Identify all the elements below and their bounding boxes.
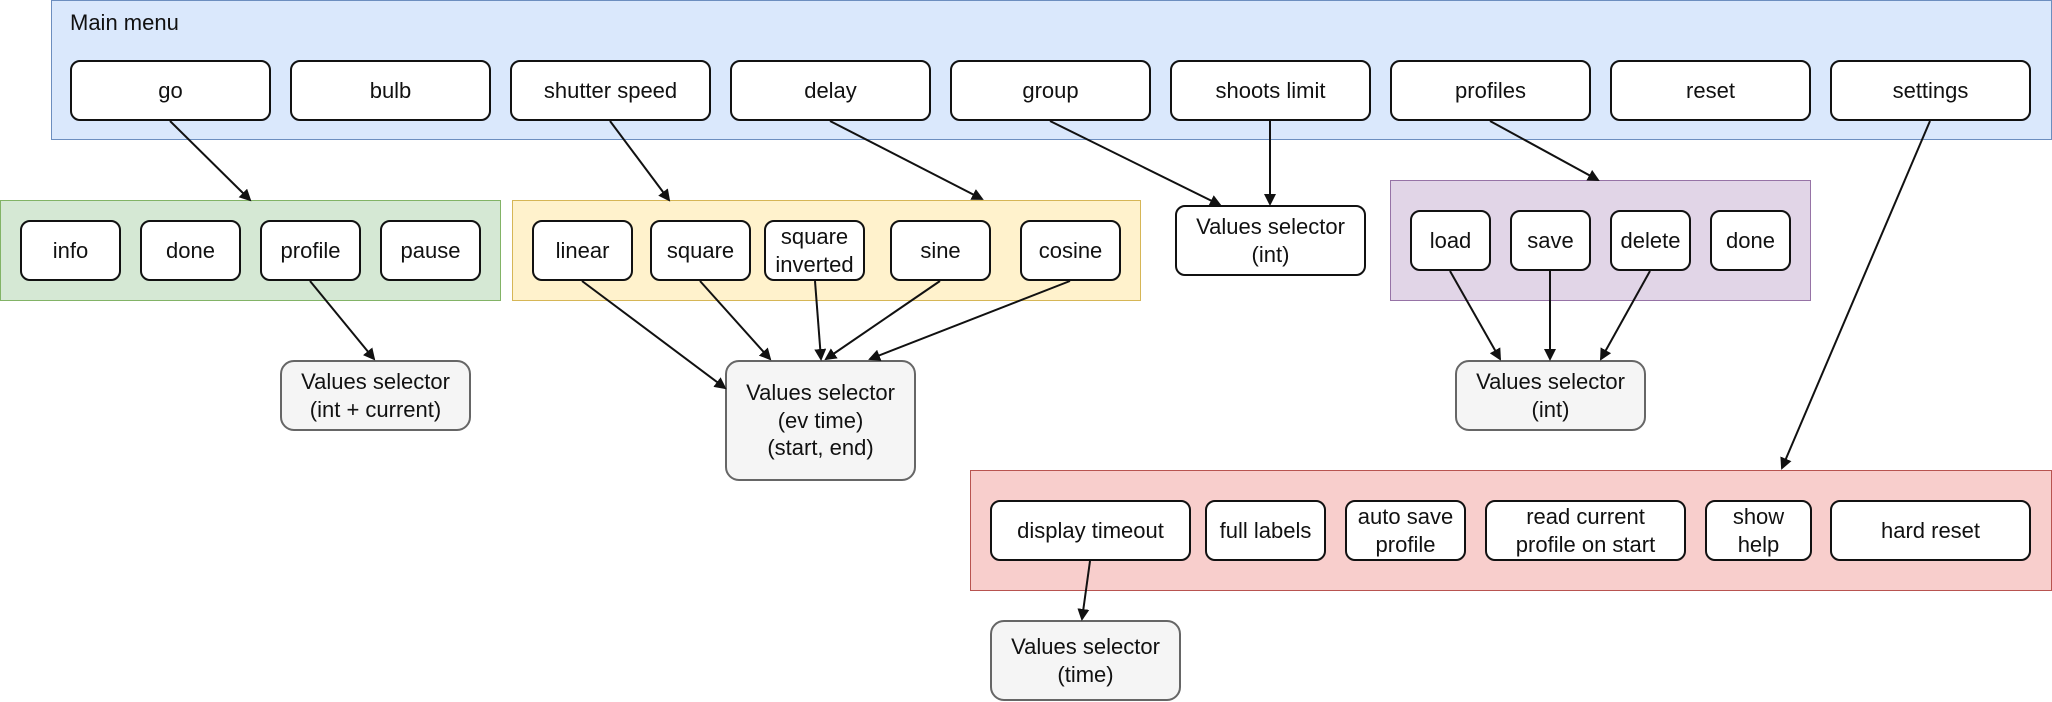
curve-item-sine[interactable]: sine: [890, 220, 991, 281]
values-selector-ev-time[interactable]: Values selector (ev time) (start, end): [725, 360, 916, 481]
settings-item-display-timeout[interactable]: display timeout: [990, 500, 1191, 561]
profiles-item-save[interactable]: save: [1510, 210, 1591, 271]
go-item-pause[interactable]: pause: [380, 220, 481, 281]
main-item-shoots-limit[interactable]: shoots limit: [1170, 60, 1371, 121]
go-item-profile[interactable]: profile: [260, 220, 361, 281]
profiles-item-load[interactable]: load: [1410, 210, 1491, 271]
settings-item-hard-reset[interactable]: hard reset: [1830, 500, 2031, 561]
main-item-go[interactable]: go: [70, 60, 271, 121]
profiles-item-done[interactable]: done: [1710, 210, 1791, 271]
values-selector-int-current[interactable]: Values selector (int + current): [280, 360, 471, 431]
settings-item-auto-save-profile[interactable]: auto save profile: [1345, 500, 1466, 561]
main-item-group[interactable]: group: [950, 60, 1151, 121]
main-item-bulb[interactable]: bulb: [290, 60, 491, 121]
main-item-delay[interactable]: delay: [730, 60, 931, 121]
settings-item-read-current-profile[interactable]: read current profile on start: [1485, 500, 1686, 561]
main-item-reset[interactable]: reset: [1610, 60, 1811, 121]
main-menu-title: Main menu: [70, 10, 179, 35]
profiles-item-delete[interactable]: delete: [1610, 210, 1691, 271]
go-item-info[interactable]: info: [20, 220, 121, 281]
values-selector-int-profiles[interactable]: Values selector (int): [1455, 360, 1646, 431]
go-item-done[interactable]: done: [140, 220, 241, 281]
settings-item-full-labels[interactable]: full labels: [1205, 500, 1326, 561]
main-item-shutter-speed[interactable]: shutter speed: [510, 60, 711, 121]
curve-item-square[interactable]: square: [650, 220, 751, 281]
settings-item-show-help[interactable]: show help: [1705, 500, 1812, 561]
curve-item-linear[interactable]: linear: [532, 220, 633, 281]
curve-item-square-inverted[interactable]: square inverted: [764, 220, 865, 281]
main-item-settings[interactable]: settings: [1830, 60, 2031, 121]
values-selector-int-group[interactable]: Values selector (int): [1175, 205, 1366, 276]
curve-item-cosine[interactable]: cosine: [1020, 220, 1121, 281]
main-item-profiles[interactable]: profiles: [1390, 60, 1591, 121]
values-selector-time[interactable]: Values selector (time): [990, 620, 1181, 701]
